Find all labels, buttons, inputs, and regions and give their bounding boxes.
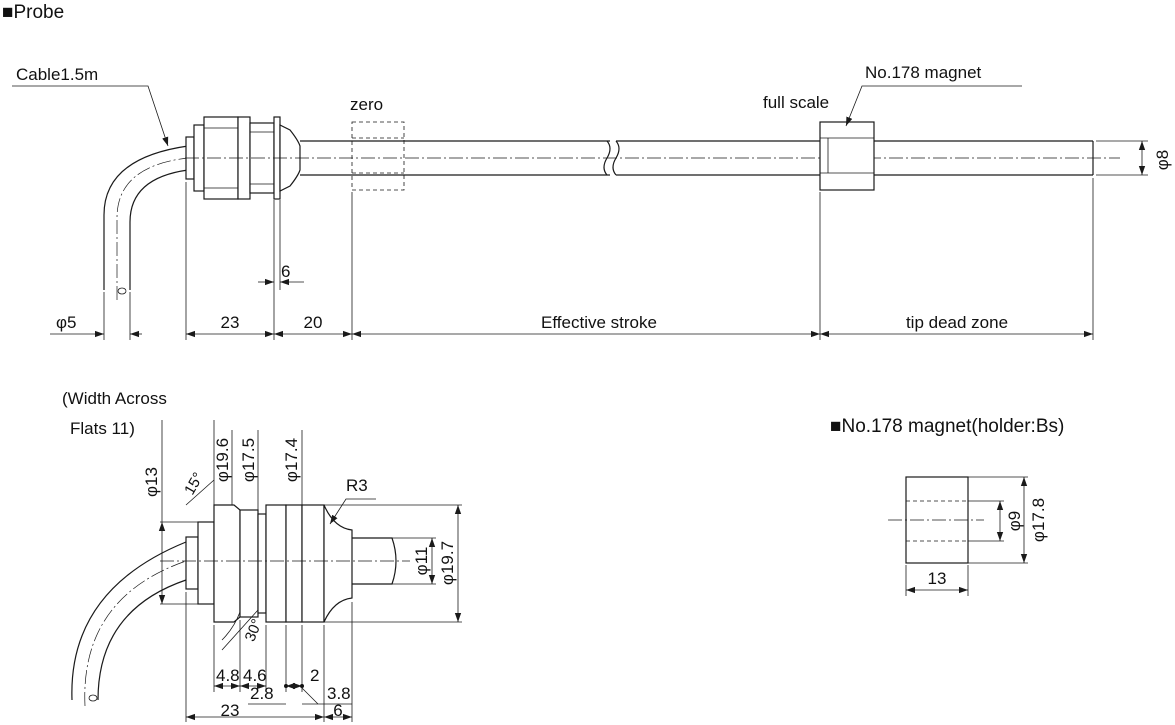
dim-phi11: φ11 bbox=[412, 547, 431, 576]
groove-dim: 6 bbox=[258, 200, 304, 290]
zero-magnet-outline: zero bbox=[350, 95, 405, 191]
probe-title: ■Probe bbox=[2, 2, 64, 23]
detail-cable bbox=[71, 541, 187, 701]
rod-diameter-label: φ8 bbox=[1153, 150, 1172, 170]
cable-dia-label: φ5 bbox=[56, 313, 76, 332]
housing-len-label: 23 bbox=[221, 313, 240, 332]
dim-3-8: 3.8 bbox=[327, 684, 351, 703]
dim-23: 23 bbox=[221, 701, 240, 720]
magnet-title: ■No.178 magnet(holder:Bs) bbox=[830, 416, 1064, 437]
dim-4-6: 4.6 bbox=[243, 666, 267, 685]
dim-phi17-4: φ17.4 bbox=[282, 438, 301, 482]
probe-dimension-chain: φ5 23 20 Effective stroke tip dead zone bbox=[50, 313, 1093, 338]
flats-note-line2: Flats 11) bbox=[70, 419, 135, 438]
extension-lines bbox=[103, 178, 1094, 340]
groove-label: 6 bbox=[281, 262, 290, 281]
cable-bend bbox=[103, 145, 189, 300]
dim-2-8: 2.8 bbox=[250, 684, 274, 703]
detail-housing bbox=[160, 504, 410, 623]
cable-leader bbox=[12, 85, 169, 147]
dim-phi19-6: φ19.6 bbox=[213, 438, 232, 482]
magnet-leader bbox=[845, 85, 1022, 127]
dim-6: 6 bbox=[333, 701, 342, 720]
magnet-section: ■No.178 magnet(holder:Bs) φ9 φ17.8 13 bbox=[830, 416, 1064, 596]
full-scale-label: full scale bbox=[763, 93, 829, 112]
dim-r3: R3 bbox=[346, 476, 368, 495]
magnet-label: No.178 magnet bbox=[865, 63, 982, 82]
dim-4-8: 4.8 bbox=[216, 666, 240, 685]
flats-note-line1: (Width Across bbox=[62, 389, 167, 408]
dim-phi17-5: φ17.5 bbox=[239, 438, 258, 482]
cable-label: Cable1.5m bbox=[16, 65, 98, 84]
dim-angle15: 15° bbox=[181, 470, 207, 498]
housing-detail-section: (Width Across Flats 11) φ bbox=[62, 389, 462, 722]
effective-stroke-label: Effective stroke bbox=[541, 313, 657, 332]
magnet-phi9: φ9 bbox=[1005, 511, 1024, 531]
dim-2: 2 bbox=[310, 666, 319, 685]
tip-dead-zone-label: tip dead zone bbox=[906, 313, 1008, 332]
probe-section: ■Probe Cable1.5m bbox=[2, 2, 1172, 340]
magnet-len13: 13 bbox=[928, 569, 947, 588]
dim-phi13: φ13 bbox=[142, 467, 161, 497]
magnet-phi17-8: φ17.8 bbox=[1029, 498, 1048, 542]
rod-diameter-dim: φ8 bbox=[1096, 140, 1172, 176]
dim-phi19-7: φ19.7 bbox=[438, 541, 457, 585]
zero-label: zero bbox=[350, 95, 383, 114]
dim-angle30: 30° bbox=[242, 617, 266, 644]
full-scale-magnet: full scale No.178 magnet bbox=[763, 63, 1022, 191]
probe-rod bbox=[185, 140, 1120, 176]
gap-len-label: 20 bbox=[304, 313, 323, 332]
